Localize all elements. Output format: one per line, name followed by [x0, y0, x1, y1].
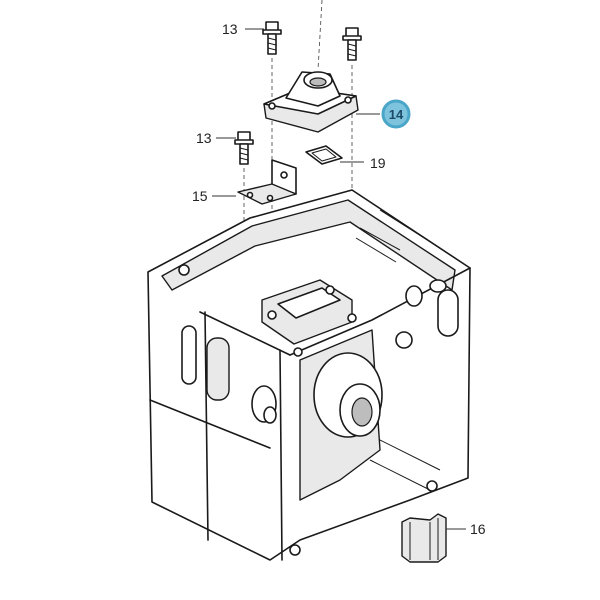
callout-19: 19: [370, 155, 386, 171]
bracket-part-15: [237, 159, 297, 205]
callout-14: 14: [389, 107, 404, 122]
bolt-13-top: [262, 21, 282, 55]
leader-lines: [212, 28, 466, 530]
callout-15: 15: [192, 188, 208, 204]
callout-16: 16: [470, 521, 486, 537]
callout-14-highlight: 14: [381, 99, 411, 129]
bolt-13-right: [342, 27, 362, 61]
callout-13-top: 13: [222, 21, 238, 37]
highlight-ring: [381, 99, 411, 129]
crankcase-housing: [147, 189, 471, 561]
callouts: 13 14 13 19 15 16: [192, 21, 486, 537]
gasket-part-19: [305, 145, 343, 165]
intake-flange-part-14: [263, 71, 359, 133]
bolt-13-middle: [234, 131, 254, 165]
clip-part-16: [401, 513, 447, 563]
callout-13-middle: 13: [196, 130, 212, 146]
